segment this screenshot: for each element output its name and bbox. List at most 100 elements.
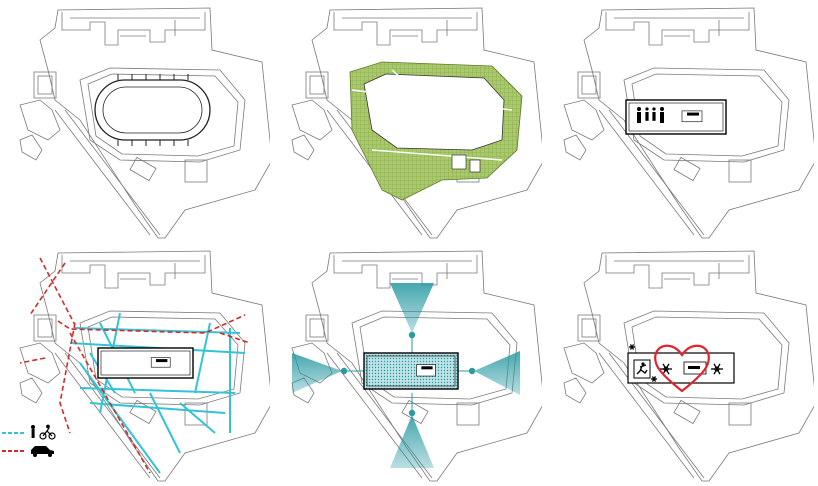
panel-green-park bbox=[291, 7, 542, 239]
building-row bbox=[333, 255, 478, 289]
left-small bbox=[563, 134, 587, 161]
site-boundary bbox=[583, 250, 814, 482]
panel-paths-roads bbox=[19, 250, 270, 482]
pedestrian-path bbox=[79, 362, 161, 474]
left-building-inner bbox=[37, 318, 53, 338]
flake-core bbox=[714, 366, 720, 372]
left-building bbox=[33, 71, 57, 99]
small-building-2 bbox=[673, 156, 701, 182]
small-building-2 bbox=[673, 399, 701, 425]
small-building bbox=[184, 159, 208, 183]
building-row bbox=[333, 12, 478, 46]
view-cone bbox=[390, 283, 434, 333]
view-cone bbox=[390, 415, 434, 468]
building-inner bbox=[100, 350, 191, 376]
person-head bbox=[652, 107, 656, 111]
left-building bbox=[577, 71, 601, 99]
diagonal-road bbox=[598, 109, 705, 236]
diagonal-road bbox=[54, 109, 161, 236]
panel-view-cones bbox=[291, 250, 542, 482]
sign-bar bbox=[687, 112, 699, 116]
left-block bbox=[563, 99, 605, 141]
road-line bbox=[57, 314, 246, 334]
road-line bbox=[219, 332, 251, 344]
person-body bbox=[637, 112, 641, 123]
left-small bbox=[19, 134, 43, 161]
park-void bbox=[363, 73, 505, 151]
diagonal-road bbox=[54, 352, 161, 479]
building-row bbox=[605, 12, 750, 46]
left-building bbox=[577, 314, 601, 342]
panel-winter-heart bbox=[563, 250, 814, 482]
park-building bbox=[451, 154, 467, 170]
panel-building-family bbox=[563, 7, 814, 239]
small-building bbox=[728, 159, 752, 183]
person-head bbox=[660, 107, 664, 111]
view-cone bbox=[474, 351, 520, 395]
snowflake-icon bbox=[629, 344, 635, 350]
track-inner bbox=[102, 86, 203, 134]
left-building-inner bbox=[581, 75, 597, 95]
building bbox=[363, 352, 459, 390]
building-lines bbox=[70, 260, 200, 280]
left-block bbox=[19, 342, 61, 384]
small-building bbox=[728, 402, 752, 426]
left-small bbox=[563, 377, 587, 404]
sign-box bbox=[150, 357, 171, 368]
skater-box bbox=[633, 359, 651, 379]
small-building bbox=[456, 402, 480, 426]
building bbox=[625, 99, 727, 135]
building-lines bbox=[342, 17, 472, 37]
site-boundary bbox=[39, 7, 270, 239]
skater-icon bbox=[636, 362, 648, 375]
family-icon bbox=[637, 107, 664, 123]
cyclist-icon bbox=[39, 424, 56, 440]
left-building-inner bbox=[309, 75, 325, 95]
site-boundary bbox=[583, 7, 814, 239]
building bbox=[97, 347, 194, 379]
legend bbox=[2, 424, 56, 457]
view-cone bbox=[292, 353, 342, 393]
building-lines bbox=[614, 260, 744, 280]
left-block bbox=[19, 99, 61, 141]
site-boundary bbox=[39, 250, 270, 482]
left-block bbox=[291, 99, 333, 141]
sign-box bbox=[681, 110, 703, 123]
flake-core bbox=[663, 366, 669, 372]
building-lines bbox=[70, 17, 200, 37]
diagonal-road bbox=[598, 352, 705, 479]
small-building-2 bbox=[129, 156, 157, 182]
ring-road bbox=[623, 310, 790, 406]
left-block bbox=[563, 342, 605, 384]
flake-arm bbox=[651, 376, 657, 382]
left-building-inner bbox=[37, 75, 53, 95]
ring-road bbox=[623, 67, 790, 163]
person-body bbox=[660, 112, 664, 123]
road-line bbox=[19, 357, 46, 364]
pedestrian-path bbox=[149, 392, 181, 454]
small-building bbox=[184, 402, 208, 426]
snowflake-icon bbox=[651, 376, 657, 382]
building-lines bbox=[342, 260, 472, 280]
park-paths bbox=[351, 69, 513, 161]
skater-body bbox=[636, 364, 648, 375]
sign-bar bbox=[421, 366, 433, 370]
track-outer bbox=[94, 79, 211, 141]
flake-core bbox=[652, 377, 656, 381]
road-line bbox=[69, 332, 151, 474]
left-building bbox=[305, 314, 329, 342]
left-building-inner bbox=[581, 318, 597, 338]
snowflake-icon bbox=[711, 363, 723, 375]
building-inner bbox=[628, 102, 724, 132]
building-row bbox=[605, 255, 750, 289]
person-body bbox=[645, 112, 649, 121]
road-line bbox=[59, 322, 76, 434]
left-small bbox=[291, 134, 315, 161]
car-icon bbox=[31, 446, 54, 457]
ring-road bbox=[79, 67, 246, 163]
sign-box bbox=[416, 364, 436, 377]
snowflake-icon bbox=[660, 363, 672, 375]
left-small bbox=[19, 377, 43, 404]
skater-head bbox=[641, 362, 645, 366]
building-inner bbox=[366, 355, 456, 387]
